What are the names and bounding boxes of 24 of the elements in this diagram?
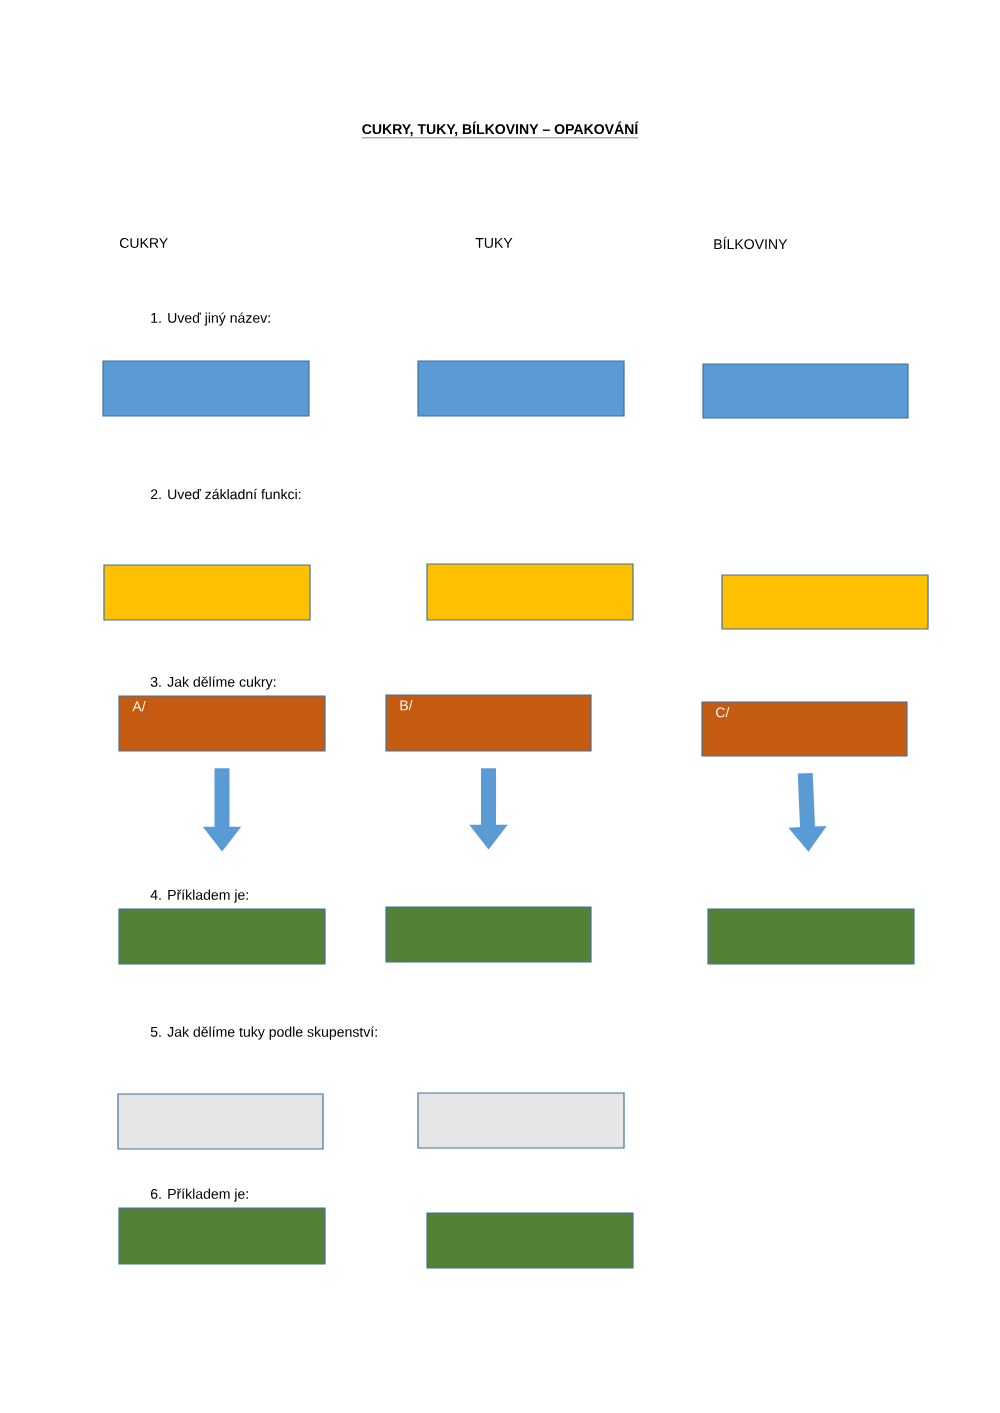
labelled-box: A/	[118, 695, 326, 752]
answer-box	[385, 906, 592, 963]
answer-box	[702, 363, 909, 419]
answer-box	[102, 360, 310, 417]
answer-box	[118, 1207, 326, 1265]
column-heading: TUKY	[475, 238, 513, 248]
question-text: 5. Jak dělíme tuky podle skupenství:	[150, 1026, 377, 1040]
labelled-box: B/	[385, 694, 592, 752]
question-text: 2. Uveď základní funkci:	[150, 488, 301, 500]
answer-box	[426, 563, 634, 621]
answer-box	[117, 1093, 324, 1150]
answer-box	[103, 564, 311, 621]
labelled-box: C/	[701, 701, 908, 757]
title: CUKRY, TUKY, BÍLKOVINY – OPAKOVÁNÍ	[361, 121, 639, 139]
column-heading: BÍLKOVINY	[714, 236, 788, 250]
answer-box	[417, 1092, 625, 1149]
answer-box	[417, 360, 625, 417]
column-heading: CUKRY	[119, 238, 168, 248]
answer-box	[721, 574, 929, 630]
answer-box	[118, 908, 326, 965]
question-text: 1. Uveď jiný název:	[151, 312, 270, 326]
answer-box	[426, 1212, 634, 1269]
answer-box	[707, 908, 915, 965]
question-text: 6. Příkladem je:	[150, 1188, 248, 1202]
